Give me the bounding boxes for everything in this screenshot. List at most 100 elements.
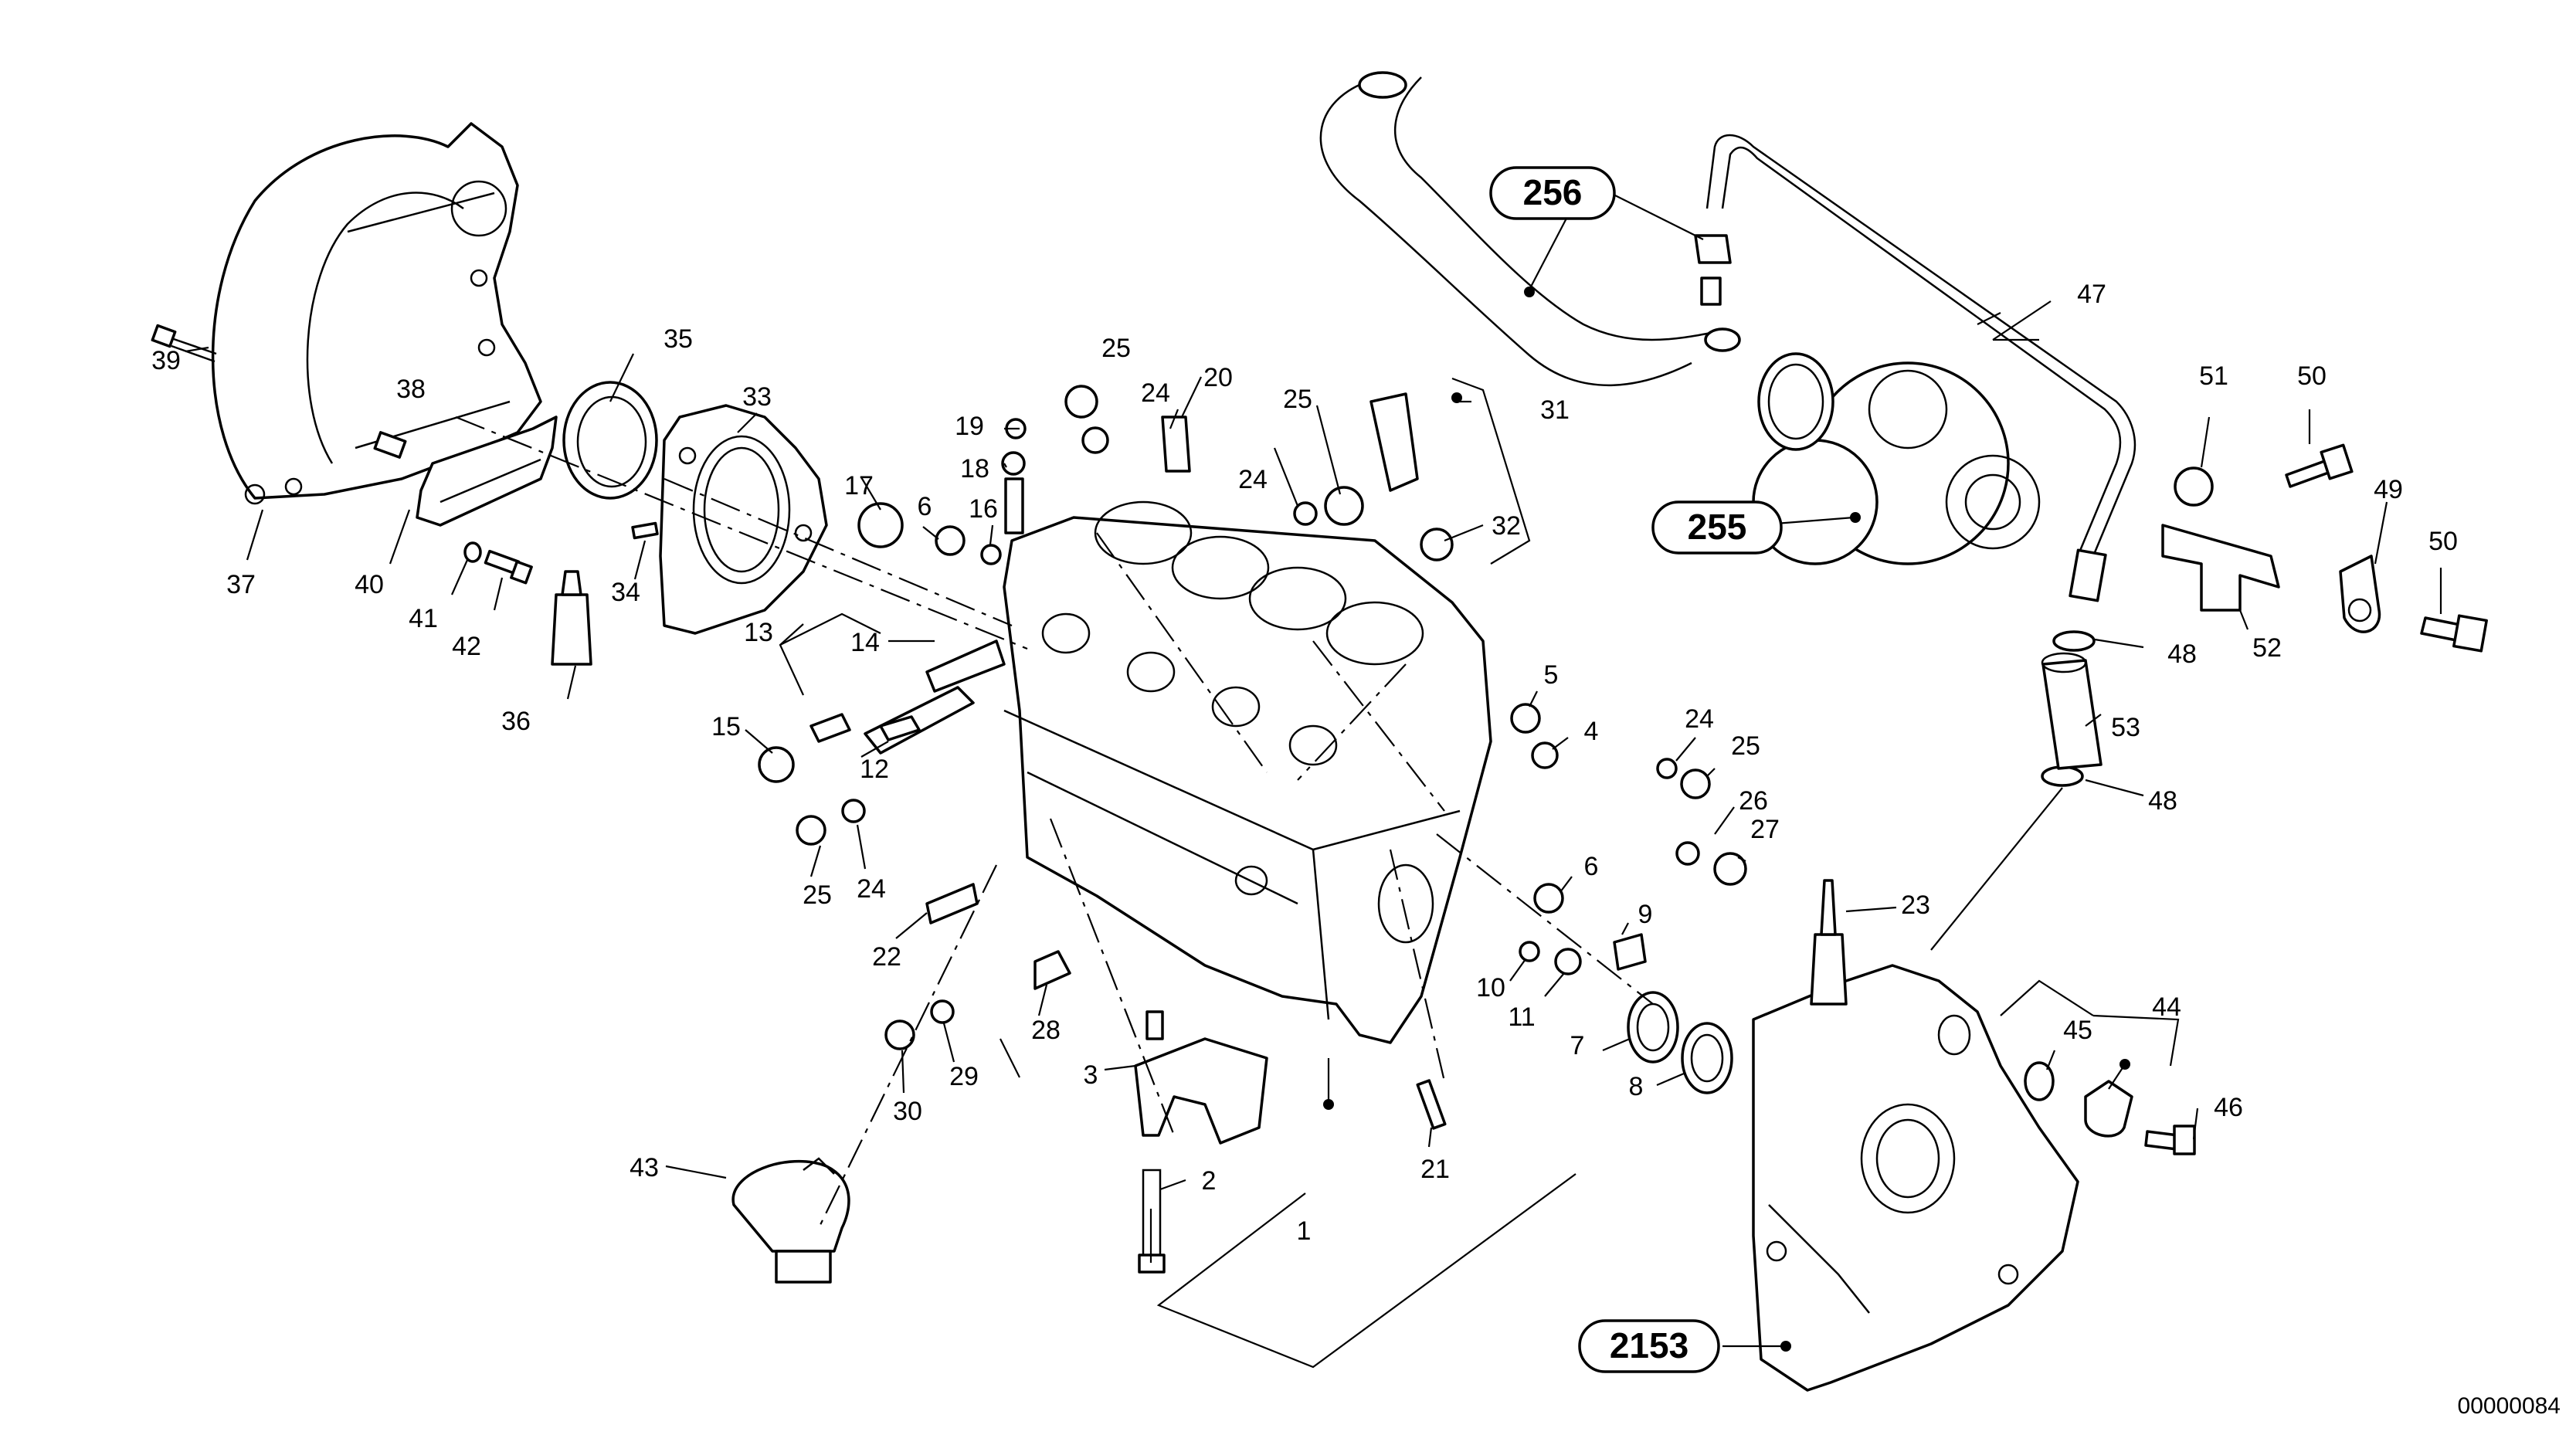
part-number: 46 [2214, 1093, 2243, 1122]
part-number: 24 [1238, 465, 1268, 494]
part-number: 30 [893, 1097, 922, 1126]
part-number: 10 [1476, 973, 1505, 1002]
part-number: 47 [2077, 280, 2106, 309]
part-number: 12 [860, 755, 889, 784]
part-number: 29 [949, 1062, 979, 1091]
part-number: 50 [2297, 361, 2327, 391]
part-number: 34 [611, 578, 640, 607]
part-number: 52 [2252, 633, 2282, 663]
part-number: 25 [1101, 334, 1131, 363]
part-number: 51 [2199, 361, 2228, 391]
oil-filler-cap [731, 1157, 850, 1284]
callout-label: 255 [1688, 507, 1747, 547]
bearing-cap [1134, 1010, 1268, 1145]
part-number: 41 [409, 604, 438, 633]
part-number: 31 [1540, 395, 1570, 425]
part-number: 2 [1202, 1166, 1217, 1196]
part-number: 13 [744, 618, 773, 647]
part-number: 4 [1584, 717, 1599, 746]
part-number: 7 [1570, 1031, 1585, 1060]
part-number: 39 [151, 346, 181, 375]
part-number: 35 [664, 324, 693, 354]
part-labels: 39 38 35 33 37 40 41 42 34 36 25 24 19 2… [151, 280, 2458, 1246]
part-number: 40 [355, 570, 384, 599]
part-number: 5 [1544, 660, 1559, 690]
callout-label: 256 [1523, 172, 1583, 212]
part-number: 38 [396, 375, 426, 404]
sleeve [1627, 991, 1679, 1064]
part-number: 14 [850, 628, 880, 657]
oil-return-pipe [1705, 134, 2136, 602]
bolt [2144, 1125, 2196, 1155]
part-number: 20 [1203, 363, 1233, 392]
part-number: 48 [2167, 639, 2197, 669]
bracket [2161, 524, 2280, 612]
pipe-sleeve [2041, 652, 2103, 770]
part-number: 21 [1420, 1155, 1450, 1184]
part-number: 19 [955, 412, 984, 441]
nut [2174, 466, 2214, 507]
pipe-clamp [2339, 555, 2381, 633]
part-number: 25 [1731, 731, 1760, 761]
part-number: 16 [969, 494, 998, 524]
access-cover [2084, 1080, 2133, 1138]
part-number: 18 [960, 454, 989, 483]
part-number: 37 [226, 570, 256, 599]
sleeve [1681, 1022, 1733, 1094]
part-number: 43 [630, 1153, 659, 1182]
bolt [631, 521, 659, 540]
part-number: 53 [2111, 713, 2140, 742]
hose-clamp [1757, 352, 1834, 451]
callout-2153: 2153 [1578, 1319, 1720, 1373]
part-number: 32 [1492, 511, 1521, 541]
sealant-tube [1810, 879, 1848, 1006]
engine-block [1003, 500, 1492, 1044]
part-number: 15 [711, 712, 741, 741]
bolt [151, 324, 217, 363]
bolt [484, 549, 533, 585]
part-number: 36 [501, 707, 531, 736]
part-number: 9 [1638, 900, 1653, 929]
flywheel-housing [211, 122, 542, 505]
part-number: 45 [2063, 1016, 2092, 1045]
part-number: 22 [872, 942, 901, 972]
part-number: 24 [1141, 378, 1170, 408]
washer [463, 541, 482, 563]
part-number: 23 [1901, 891, 1930, 920]
seal-housing [659, 404, 828, 635]
callout-256: 256 [1489, 166, 1616, 220]
part-number: 44 [2152, 992, 2181, 1022]
bolt [1416, 1079, 1447, 1130]
bolt [2420, 614, 2488, 653]
part-number: 27 [1750, 815, 1780, 844]
callout-label: 2153 [1610, 1325, 1688, 1365]
hose [1319, 71, 1716, 386]
part-number: 6 [1584, 852, 1599, 881]
callout-255: 255 [1651, 500, 1783, 555]
drawing-number: 00000084 [2458, 1393, 2561, 1419]
dowel-pin [373, 431, 407, 459]
part-number: 48 [2148, 786, 2177, 816]
circlip [2052, 630, 2096, 652]
part-number: 25 [1283, 385, 1312, 414]
part-number: 17 [844, 471, 874, 500]
part-number: 25 [803, 880, 832, 910]
sealant-tube [551, 570, 592, 666]
part-number: 24 [1685, 704, 1714, 734]
part-number: 8 [1629, 1072, 1644, 1101]
part-number: 26 [1739, 786, 1768, 816]
part-number: 49 [2374, 475, 2403, 504]
part-number: 28 [1031, 1016, 1061, 1045]
part-number: 24 [857, 874, 886, 904]
part-number: 11 [1508, 1002, 1535, 1032]
pipe-fitting [1694, 234, 1741, 352]
fitting [758, 385, 1747, 1050]
o-ring [2024, 1061, 2055, 1101]
alignment-lines [455, 416, 1654, 1229]
part-number: 42 [452, 632, 481, 661]
timing-cover [1752, 964, 2079, 1392]
part-number: 1 [1297, 1216, 1312, 1246]
bolt [2285, 443, 2354, 488]
part-number: 3 [1084, 1060, 1098, 1090]
